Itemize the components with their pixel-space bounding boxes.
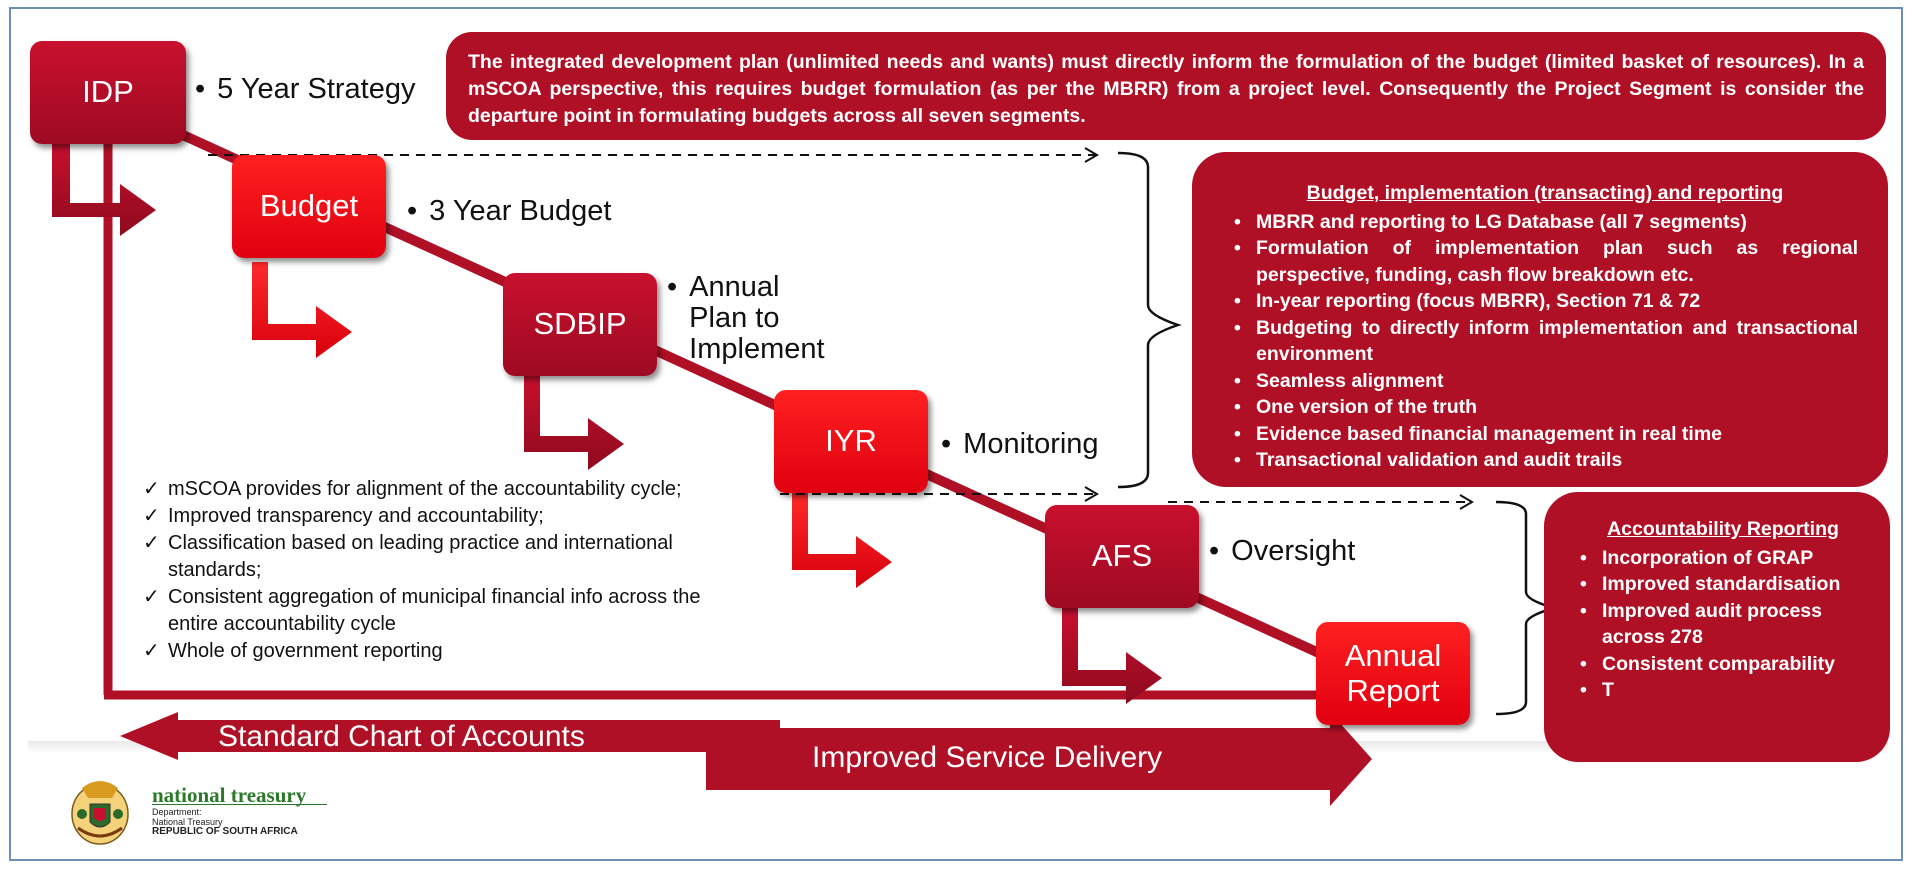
implementation-box: Budget, implementation (transacting) and… bbox=[1192, 152, 1888, 487]
checklist-item: ✓ mSCOA provides for alignment of the acc… bbox=[143, 476, 723, 503]
checklist-item-text: Consistent aggregation of municipal fina… bbox=[168, 586, 701, 635]
checklist-item: ✓ Consistent aggregation of municipal fin… bbox=[143, 584, 723, 638]
brace-top bbox=[1117, 151, 1182, 489]
iyr-bullet: •Monitoring bbox=[941, 428, 1099, 460]
idp-budget-callout-text: The integrated development plan (unlimit… bbox=[468, 51, 1864, 127]
budget-bullet: •3 Year Budget bbox=[407, 195, 612, 227]
list-item: Evidence based financial management in r… bbox=[1234, 421, 1858, 448]
checklist-item: ✓ Improved transparency and accountabilit… bbox=[143, 503, 723, 530]
budget-bullet-text: 3 Year Budget bbox=[429, 195, 612, 227]
checklist-item-text: Whole of government reporting bbox=[168, 640, 443, 662]
iyr-bullet-text: Monitoring bbox=[963, 428, 1099, 460]
sdbip-bullet-line-1: Annual bbox=[689, 271, 780, 303]
checklist-item: ✓ Classification based on leading practic… bbox=[143, 530, 723, 584]
stage-budget: Budget bbox=[232, 155, 386, 258]
stage-sdbip: SDBIP bbox=[503, 273, 657, 376]
list-item: Improved audit process across 278 bbox=[1580, 598, 1874, 651]
stage-idp-label: IDP bbox=[82, 74, 134, 110]
logo-divider bbox=[152, 804, 327, 805]
stage-idp: IDP bbox=[30, 41, 186, 144]
checklist-item: ✓ Whole of government reporting bbox=[143, 638, 723, 665]
accountability-box: Accountability Reporting Incorporation o… bbox=[1544, 492, 1890, 762]
check-icon: ✓ bbox=[143, 532, 160, 554]
checklist-item-text: Improved transparency and accountability… bbox=[168, 505, 544, 527]
list-item: Transactional validation and audit trail… bbox=[1234, 447, 1858, 474]
budget-elbow-arrow bbox=[252, 262, 352, 358]
list-item: Formulation of implementation plan such … bbox=[1234, 235, 1858, 288]
accountability-heading: Accountability Reporting bbox=[1607, 518, 1839, 540]
list-item: Seamless alignment bbox=[1234, 368, 1858, 395]
logo-line-national-treasury: National Treasury bbox=[152, 816, 223, 827]
stage-budget-label: Budget bbox=[259, 188, 359, 224]
afs-bullet: •Oversight bbox=[1209, 535, 1356, 567]
national-treasury-subtitle: Department: National Treasury REPUBLIC O… bbox=[152, 807, 298, 837]
stage-afs-label: AFS bbox=[1091, 538, 1153, 574]
afs-bullet-text: Oversight bbox=[1231, 535, 1356, 567]
check-icon: ✓ bbox=[143, 586, 160, 608]
implementation-list: MBRR and reporting to LG Database (all 7… bbox=[1232, 209, 1858, 474]
sdbip-bullet: • Annual Plan to Implement bbox=[667, 271, 825, 365]
check-icon: ✓ bbox=[143, 505, 160, 527]
list-item: Improved standardisation bbox=[1580, 571, 1874, 598]
idp-elbow-arrow bbox=[52, 140, 156, 236]
check-icon: ✓ bbox=[143, 640, 160, 662]
stage-afs: AFS bbox=[1045, 505, 1199, 608]
service-delivery-label: Improved Service Delivery bbox=[812, 741, 1163, 774]
service-delivery-arrow bbox=[706, 712, 1372, 806]
idp-bullet-text: 5 Year Strategy bbox=[217, 73, 416, 105]
list-item: Budgeting to directly inform implementat… bbox=[1234, 315, 1858, 368]
list-item: One version of the truth bbox=[1234, 394, 1858, 421]
stage-iyr-label: IYR bbox=[825, 423, 877, 459]
list-item: Incorporation of GRAP bbox=[1580, 545, 1874, 572]
idp-budget-callout: The integrated development plan (unlimit… bbox=[446, 32, 1886, 140]
sdbip-bullet-line-3: Implement bbox=[689, 333, 825, 365]
logo-line-department: Department: bbox=[152, 807, 202, 817]
check-icon: ✓ bbox=[143, 478, 160, 500]
logo-line-republic: REPUBLIC OF SOUTH AFRICA bbox=[152, 826, 298, 837]
annual-report-line-2: Report bbox=[1346, 672, 1440, 708]
implementation-heading: Budget, implementation (transacting) and… bbox=[1306, 182, 1784, 204]
checklist-item-text: Classification based on leading practice… bbox=[168, 532, 673, 581]
national-treasury-title: national treasury bbox=[152, 783, 307, 807]
list-item: MBRR and reporting to LG Database (all 7… bbox=[1234, 209, 1858, 236]
iyr-elbow-arrow bbox=[792, 492, 892, 588]
benefits-checklist: ✓ mSCOA provides for alignment of the acc… bbox=[143, 476, 723, 665]
sdbip-elbow-arrow bbox=[524, 374, 624, 470]
checklist-item-text: mSCOA provides for alignment of the acco… bbox=[168, 478, 682, 500]
list-item: T bbox=[1580, 677, 1874, 704]
sdbip-bullet-line-2: Plan to bbox=[689, 302, 780, 334]
slide-frame bbox=[9, 7, 1903, 861]
standard-chart-arrow bbox=[120, 712, 780, 760]
standard-chart-label: Standard Chart of Accounts bbox=[218, 720, 585, 753]
afs-elbow-arrow bbox=[1062, 608, 1162, 704]
stage-iyr: IYR bbox=[774, 390, 928, 493]
accountability-list: Incorporation of GRAP Improved standardi… bbox=[1572, 545, 1874, 704]
stage-sdbip-label: SDBIP bbox=[533, 306, 627, 342]
list-item: Consistent comparability bbox=[1580, 651, 1874, 678]
stage-annual-report: Annual Report bbox=[1316, 622, 1470, 725]
list-item: In-year reporting (focus MBRR), Section … bbox=[1234, 288, 1858, 315]
annual-report-line-1: Annual bbox=[1344, 638, 1442, 674]
coat-of-arms-icon bbox=[71, 781, 129, 845]
idp-bullet: •5 Year Strategy bbox=[195, 73, 416, 105]
